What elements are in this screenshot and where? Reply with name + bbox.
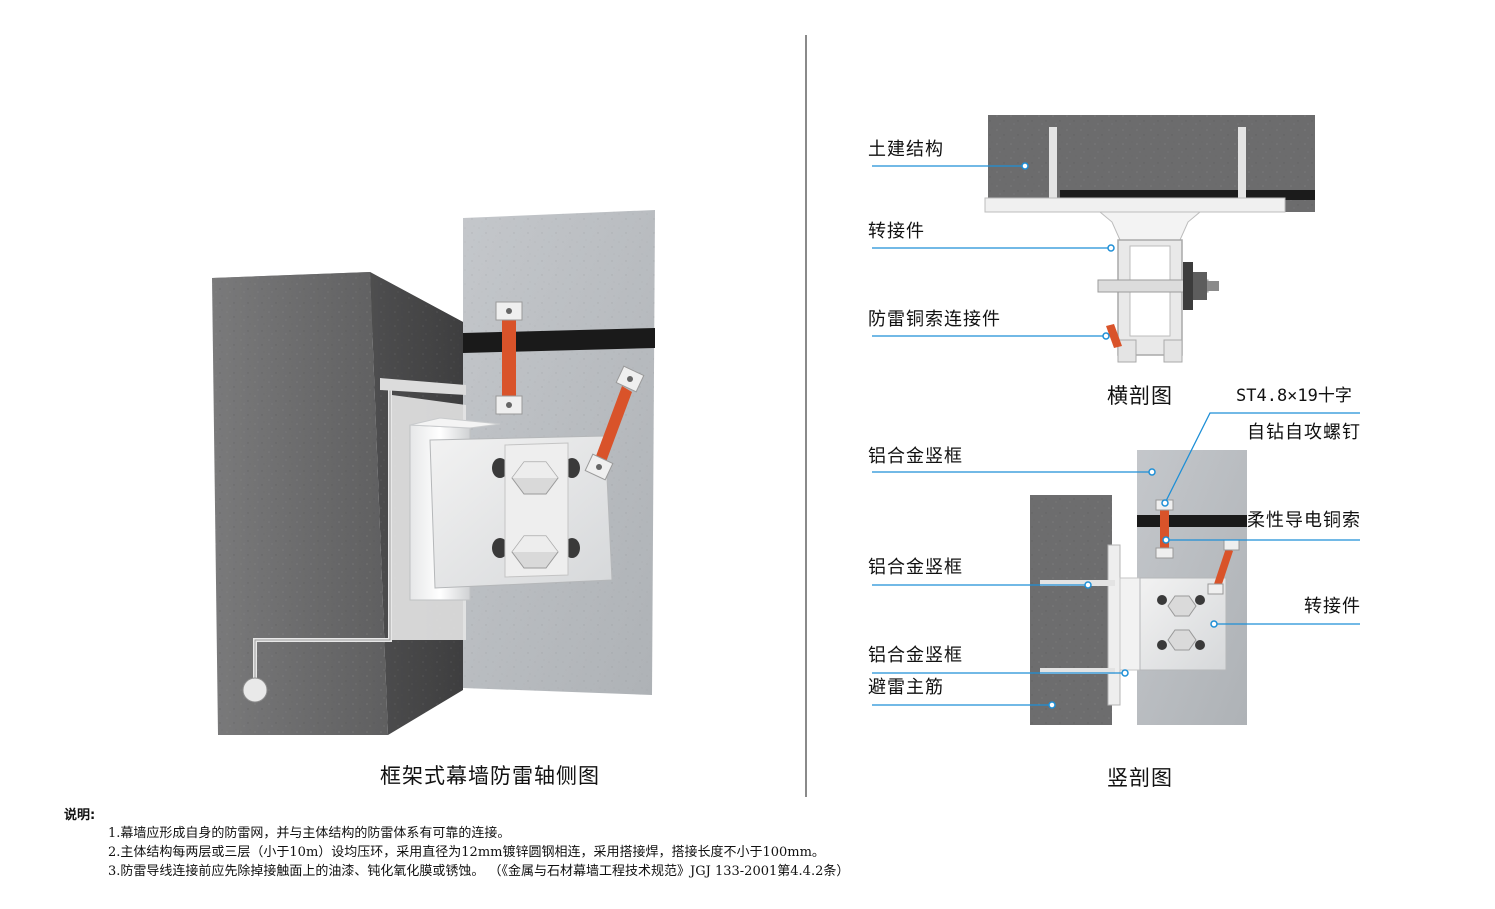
label-self-drilling-screw: 自钻自攻螺钉 [1247,422,1361,443]
note-item-2: 2.主体结构每两层或三层（小于10m）设均压环，采用直径为12mm镀锌圆钢相连，… [108,845,825,860]
note-item-3: 3.防雷导线连接前应先除掉接触面上的油漆、钝化氧化膜或锈蚀。 （《金属与石材幕墙… [108,864,850,879]
callout-lines [872,165,1360,706]
label-flexible-copper-cable: 柔性导电铜索 [1247,510,1361,531]
horizontal-section-view [984,115,1315,363]
axonometric-view [212,210,655,735]
embedded-plate [380,378,466,395]
copper-strap-joint [502,312,516,402]
label-civil-structure: 土建结构 [868,139,944,160]
label-adapter-top: 转接件 [868,221,925,242]
rebar-end [242,677,268,703]
copper-strap-diagonal [596,386,632,462]
caption-vertical-section: 竖剖图 [1107,766,1173,790]
label-aluminum-mullion-3: 铝合金竖框 [868,645,963,666]
callout-dots [1021,162,1218,709]
section-divider [805,35,807,797]
notes-title: 说明: [64,808,96,823]
label-aluminum-mullion-1: 铝合金竖框 [868,446,963,467]
label-copper-cable-connector: 防雷铜索连接件 [868,309,1001,330]
t-adapter [1098,211,1202,241]
label-screw-spec: ST4.8×19十字 [1236,386,1352,406]
label-adapter-bottom: 转接件 [1304,596,1361,617]
note-item-1: 1.幕墙应形成自身的防雷网，并与主体结构的防雷体系有可靠的连接。 [108,826,511,841]
caption-horizontal-section: 横剖图 [1107,384,1173,408]
caption-axonometric: 框架式幕墙防雷轴侧图 [380,764,600,788]
label-aluminum-mullion-2: 铝合金竖框 [868,557,963,578]
vertical-section-view [1030,450,1247,725]
label-lightning-rebar: 避雷主筋 [868,677,944,698]
